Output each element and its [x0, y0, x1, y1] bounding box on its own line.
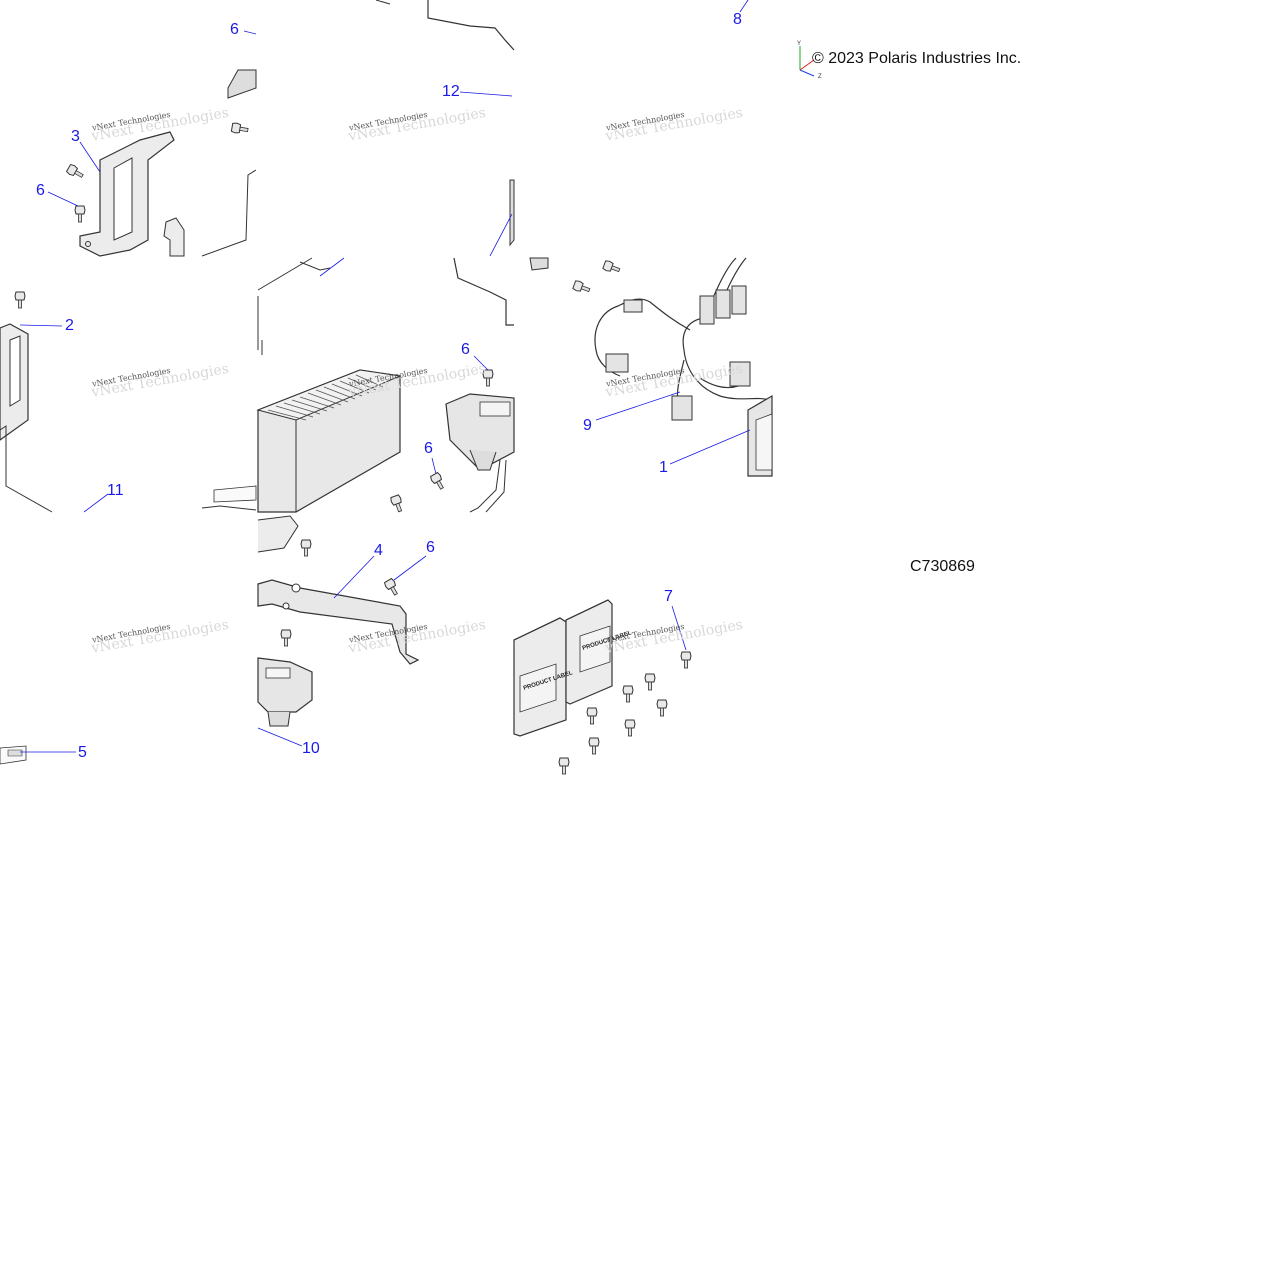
part-3-bracket	[79, 131, 185, 257]
callout-3[interactable]: 3	[71, 128, 80, 145]
callout-5[interactable]: 5	[78, 744, 87, 761]
diagram-code: C730869	[910, 558, 975, 575]
part-2-bracket	[0, 323, 53, 513]
connector-module	[445, 393, 515, 513]
callout-6[interactable]: 6	[230, 21, 239, 38]
callout-9[interactable]: 9	[583, 417, 592, 434]
callout-6[interactable]: 6	[36, 182, 45, 199]
product-label-modules: PRODUCT LABEL PRODUCT LABEL	[513, 599, 633, 737]
callout-2[interactable]: 2	[65, 317, 74, 334]
finned-module	[256, 369, 402, 513]
axis-y-label: Y	[797, 41, 801, 47]
callout-6[interactable]: 6	[426, 539, 435, 556]
watermarks: vNext Technologies vNext Technologies vN…	[89, 105, 744, 657]
part-4-bracket	[257, 515, 420, 665]
callout-6[interactable]: 6	[424, 440, 433, 457]
part-10-unit	[257, 657, 313, 727]
callout-11[interactable]: 11	[107, 482, 124, 499]
callout-4[interactable]: 4	[374, 542, 383, 559]
bracket-wire-fragment	[427, 0, 515, 51]
callout-12[interactable]: 12	[442, 83, 460, 100]
callout-7[interactable]: 7	[664, 588, 673, 605]
callout-6[interactable]: 6	[461, 341, 470, 358]
callout-10[interactable]: 10	[302, 740, 320, 757]
callout-8[interactable]: 8	[733, 11, 742, 28]
copyright-notice: © 2023 Polaris Industries Inc.	[812, 50, 1022, 67]
connectors	[605, 285, 751, 421]
axis-z-label: Z	[818, 74, 822, 80]
plate-fragment	[227, 69, 257, 99]
axis-triad: Y Z	[797, 41, 822, 80]
leader-lines	[19, 0, 751, 753]
callout-1[interactable]: 1	[659, 459, 668, 476]
